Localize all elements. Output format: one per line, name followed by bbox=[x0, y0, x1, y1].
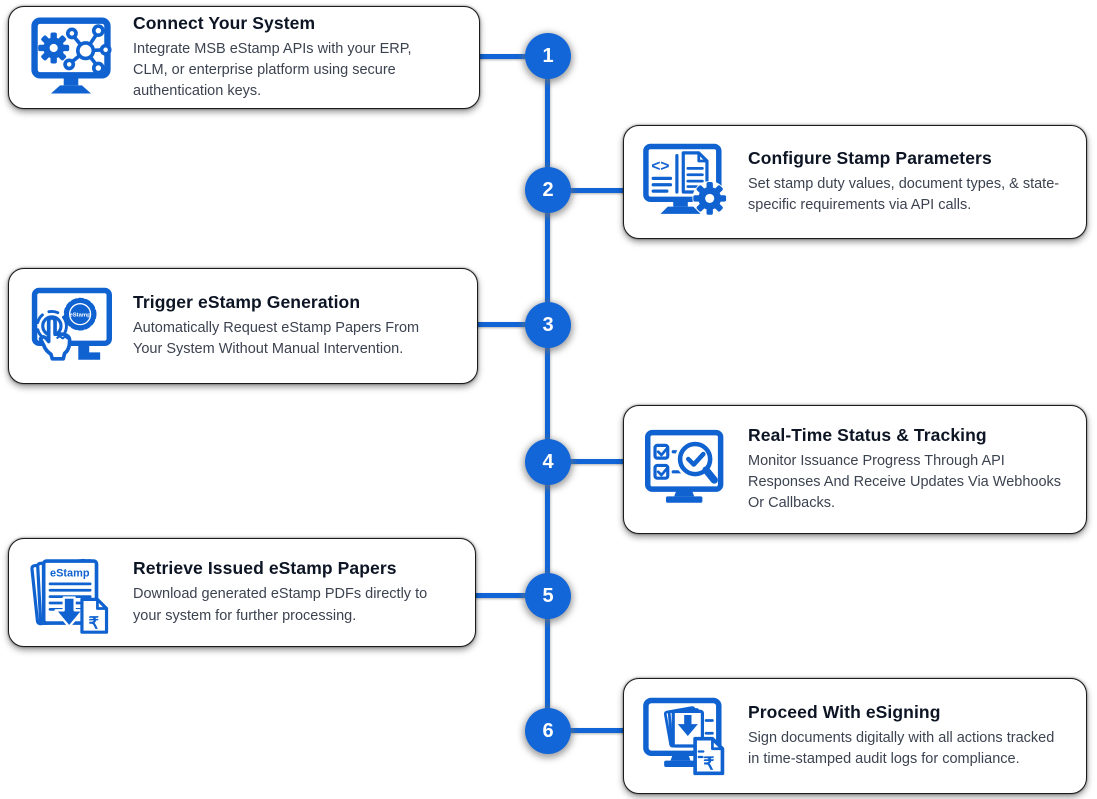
connector-line-2 bbox=[570, 188, 624, 193]
step-title: Real-Time Status & Tracking bbox=[748, 424, 987, 445]
monitor-checklist-magnifier-icon bbox=[640, 429, 732, 511]
step-card-trigger-estamp-generation: eStamp Trigger eStamp Generation Automat… bbox=[8, 268, 478, 384]
step-description: Sign documents digitally with all action… bbox=[748, 729, 1055, 767]
step-description: Set stamp duty values, document types, &… bbox=[748, 175, 1060, 213]
step-node-5: 5 bbox=[525, 573, 571, 619]
step-number: 2 bbox=[542, 178, 554, 201]
step-title: Connect Your System bbox=[133, 12, 316, 33]
connector-line-5 bbox=[475, 593, 526, 598]
step-node-1: 1 bbox=[525, 33, 571, 79]
step-description: Download generated eStamp PDFs directly … bbox=[133, 586, 428, 624]
connector-line-3 bbox=[476, 322, 526, 327]
step-number: 6 bbox=[542, 719, 554, 742]
step-number: 1 bbox=[542, 44, 554, 67]
timeline-vertical-line bbox=[545, 56, 550, 731]
monitor-estamp-seal-hand-icon: eStamp bbox=[25, 285, 117, 367]
code-glyph: <> bbox=[651, 158, 669, 175]
step-node-6: 6 bbox=[525, 708, 571, 754]
step-node-2: 2 bbox=[525, 167, 571, 213]
step-node-3: 3 bbox=[525, 302, 571, 348]
step-node-4: 4 bbox=[525, 439, 571, 485]
connector-line-4 bbox=[570, 459, 624, 464]
step-card-proceed-with-esigning: ₹ Proceed With eSigning Sign documents d… bbox=[623, 678, 1087, 794]
step-title: Retrieve Issued eStamp Papers bbox=[133, 558, 397, 579]
estamp-paper-label: eStamp bbox=[50, 567, 90, 579]
connector-line-6 bbox=[570, 728, 624, 733]
monitor-documents-download-rupee-icon: ₹ bbox=[640, 695, 732, 777]
step-title: Trigger eStamp Generation bbox=[133, 291, 361, 312]
step-text: Proceed With eSigning Sign documents dig… bbox=[748, 702, 1068, 770]
step-card-retrieve-issued-estamp-papers: eStamp ₹ Retrieve Issued eStamp Papers D… bbox=[8, 538, 476, 647]
step-title: Proceed With eSigning bbox=[748, 701, 941, 722]
step-text: Trigger eStamp Generation Automatically … bbox=[133, 292, 459, 360]
step-text: Connect Your System Integrate MSB eStamp… bbox=[133, 13, 461, 102]
rupee-symbol: ₹ bbox=[703, 754, 714, 774]
estamp-seal-label: eStamp bbox=[69, 312, 91, 318]
monitor-gear-network-icon bbox=[25, 16, 117, 99]
connector-line-1 bbox=[478, 54, 526, 59]
step-card-configure-stamp-parameters: <> bbox=[623, 125, 1087, 239]
step-number: 5 bbox=[542, 584, 554, 607]
step-card-real-time-status-tracking: Real-Time Status & Tracking Monitor Issu… bbox=[623, 405, 1087, 534]
step-description: Integrate MSB eStamp APIs with your ERP,… bbox=[133, 40, 412, 100]
step-number: 3 bbox=[542, 313, 554, 336]
step-text: Real-Time Status & Tracking Monitor Issu… bbox=[748, 425, 1068, 514]
monitor-code-document-gear-icon: <> bbox=[640, 141, 732, 223]
step-description: Automatically Request eStamp Papers From… bbox=[133, 319, 420, 357]
step-text: Configure Stamp Parameters Set stamp dut… bbox=[748, 148, 1068, 216]
step-text: Retrieve Issued eStamp Papers Download g… bbox=[133, 558, 457, 626]
estamp-paper-download-rupee-icon: eStamp ₹ bbox=[25, 552, 117, 634]
step-description: Monitor Issuance Progress Through API Re… bbox=[748, 452, 1062, 511]
step-card-connect-your-system: Connect Your System Integrate MSB eStamp… bbox=[8, 6, 480, 109]
rupee-symbol: ₹ bbox=[89, 614, 99, 632]
step-title: Configure Stamp Parameters bbox=[748, 147, 992, 168]
step-number: 4 bbox=[542, 450, 554, 473]
